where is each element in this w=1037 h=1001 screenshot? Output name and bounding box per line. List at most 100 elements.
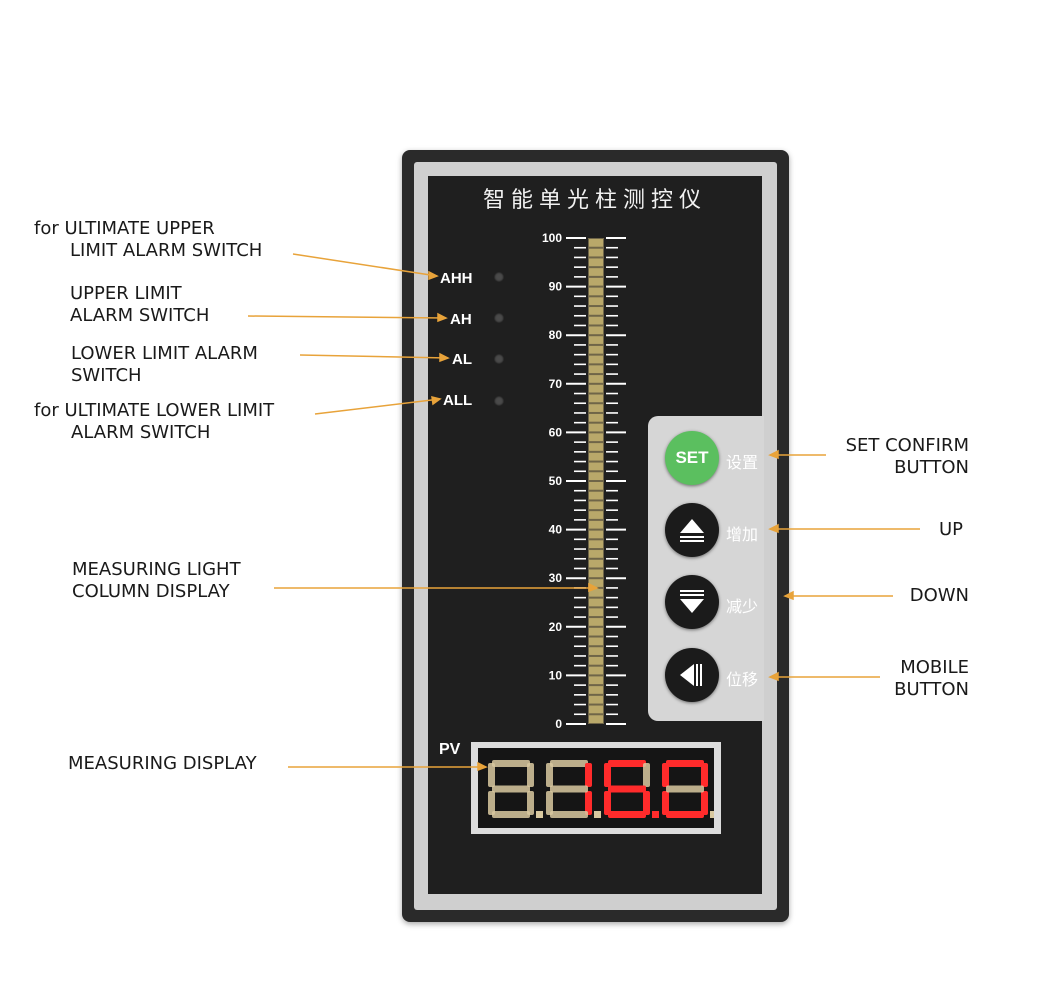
bargraph-scale-label: 20 xyxy=(549,620,563,634)
callout-line: ALARM SWITCH xyxy=(71,422,211,443)
bargraph-segment xyxy=(589,277,603,286)
pv-segment-lit xyxy=(701,791,708,815)
pv-segment-unlit xyxy=(492,811,530,818)
leader-arrowhead xyxy=(431,396,442,406)
bargraph-segment xyxy=(589,375,603,383)
bargraph-segment xyxy=(589,384,603,393)
bargraph-scale-label: 30 xyxy=(549,571,563,585)
leader-line xyxy=(292,253,438,277)
bargraph-segment xyxy=(589,550,603,558)
alarm-lamp-ahh xyxy=(494,272,504,282)
pv-segment-unlit xyxy=(666,785,704,793)
leader-arrowhead xyxy=(768,449,779,460)
pv-segment-lit xyxy=(662,763,669,787)
pv-digits xyxy=(488,760,714,818)
pv-segment-unlit xyxy=(492,760,530,767)
bargraph-scale-label: 50 xyxy=(549,474,563,488)
pv-segment-lit xyxy=(608,811,646,818)
callout-lower-limit: LOWER LIMIT ALARM SWITCH xyxy=(71,343,258,387)
callout-line: LOWER LIMIT ALARM xyxy=(71,343,258,364)
bargraph-segment xyxy=(589,676,603,685)
pv-segment-unlit xyxy=(492,785,530,793)
bargraph-segment xyxy=(589,433,603,442)
callout-light-column: MEASURING LIGHT COLUMN DISPLAY xyxy=(72,559,241,603)
pv-segment-lit xyxy=(585,763,592,787)
bargraph-segment xyxy=(589,666,603,675)
callout-line: MOBILE xyxy=(900,657,969,678)
callout-mobile: MOBILE BUTTON xyxy=(894,657,969,701)
bargraph-segment xyxy=(589,404,603,412)
bargraph-scale-label: 70 xyxy=(549,377,563,391)
shift-left-icon xyxy=(680,664,702,686)
pv-segment-unlit xyxy=(527,763,534,787)
pv-segment-lit xyxy=(643,791,650,815)
leader-arrowhead xyxy=(428,270,439,281)
callout-up: UP xyxy=(939,519,963,541)
down-triangle-icon xyxy=(680,590,704,613)
bargraph-segment xyxy=(589,413,603,422)
down-button[interactable] xyxy=(665,575,719,629)
lamp-label-ah: AH xyxy=(450,311,472,328)
callout-down: DOWN xyxy=(910,585,969,607)
bargraph-segment xyxy=(589,637,603,646)
pv-segment-unlit xyxy=(643,763,650,787)
bargraph-segment xyxy=(589,618,603,626)
up-button-caption: 增加 xyxy=(726,525,759,544)
pv-segment-lit xyxy=(608,760,646,767)
callout-ultimate-upper-limit: for ULTIMATE UPPER LIMIT ALARM SWITCH xyxy=(34,218,262,262)
pv-segment-lit xyxy=(662,791,669,815)
leader-arrowhead xyxy=(588,582,599,593)
bargraph-segment xyxy=(589,394,603,403)
pv-decimal-point-unlit xyxy=(594,811,601,818)
pv-segment-lit xyxy=(666,811,704,818)
pv-segment-unlit xyxy=(546,791,553,815)
up-triangle-icon xyxy=(680,519,704,542)
leader-line xyxy=(247,315,447,319)
pv-segment-unlit xyxy=(550,811,588,818)
bargraph-segment xyxy=(589,715,603,723)
set-button[interactable]: SET xyxy=(665,431,719,485)
callout-set-confirm: SET CONFIRM BUTTON xyxy=(846,435,969,479)
bargraph-segment xyxy=(589,511,603,519)
pv-label: PV xyxy=(439,741,461,758)
bargraph-segment xyxy=(589,248,603,257)
callout-line: BUTTON xyxy=(894,457,969,478)
up-button[interactable] xyxy=(665,503,719,557)
bargraph-scale-label: 100 xyxy=(542,231,562,245)
bargraph-segment xyxy=(589,695,603,704)
bargraph-segment xyxy=(589,520,603,529)
bargraph-segment xyxy=(589,559,603,568)
callout-line: ULTIMATE UPPER xyxy=(64,218,215,239)
pv-decimal-point-unlit xyxy=(536,811,543,818)
pv-segment-lit xyxy=(701,763,708,787)
leader-arrowhead xyxy=(768,523,779,534)
bargraph-scale-label: 80 xyxy=(549,328,563,342)
pv-segment-unlit xyxy=(488,763,495,787)
bargraph-segment xyxy=(589,656,603,665)
bargraph-segment xyxy=(589,627,603,636)
bargraph-scale-label: 40 xyxy=(549,523,563,537)
shift-button[interactable] xyxy=(665,648,719,702)
pv-segment-lit xyxy=(666,760,704,767)
callout-line: COLUMN DISPLAY xyxy=(72,581,230,602)
pv-segment-unlit xyxy=(546,763,553,787)
callout-line: DOWN xyxy=(909,585,969,606)
bargraph-segment xyxy=(589,355,603,364)
pv-segment-unlit xyxy=(527,791,534,815)
leader-arrowhead xyxy=(439,352,450,363)
callout-line: SWITCH xyxy=(71,365,142,386)
lamp-label-all: ALL xyxy=(443,392,473,409)
bargraph-segment xyxy=(589,491,603,500)
callout-line: MEASURING DISPLAY xyxy=(68,753,257,774)
lamp-label-ahh: AHH xyxy=(440,270,473,287)
pv-segment-unlit xyxy=(550,760,588,767)
alarm-lamp-ah xyxy=(494,313,504,323)
bargraph-segment xyxy=(589,316,603,325)
bargraph-segment xyxy=(589,608,603,617)
bargraph-segment xyxy=(589,569,603,578)
leader-line xyxy=(299,354,449,359)
callout-prefix: for xyxy=(34,218,59,239)
bargraph-segment xyxy=(589,239,603,247)
